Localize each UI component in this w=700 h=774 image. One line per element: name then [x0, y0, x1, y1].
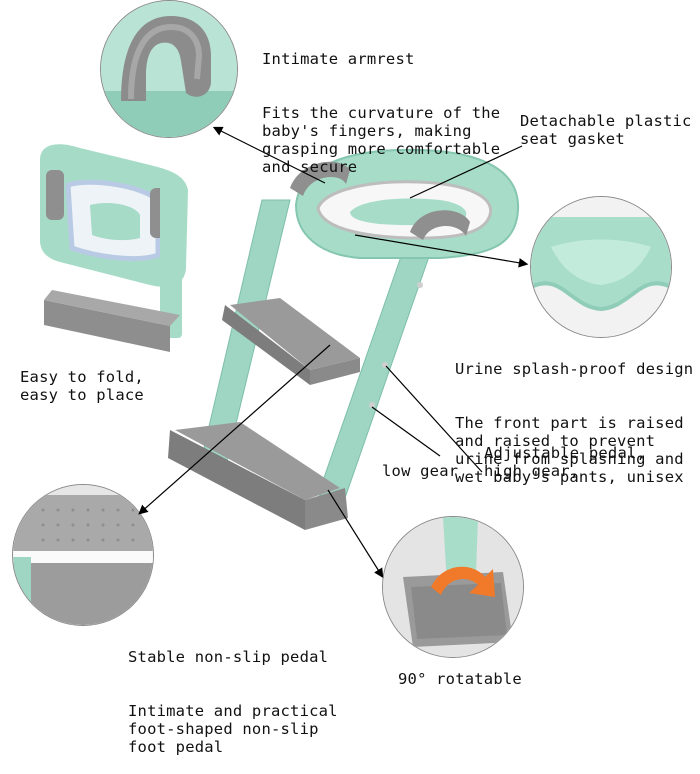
splash-callout-title: Urine splash-proof design — [455, 360, 694, 378]
splash-detail-circle — [530, 196, 672, 338]
rotate-detail-illustration — [383, 517, 523, 657]
rotate-arrow-icon — [431, 566, 495, 597]
armrest-callout-title: Intimate armrest — [262, 50, 415, 68]
splash-callout-body: The front part is raised and raised to p… — [455, 414, 684, 486]
nonslip-callout-body: Intimate and practical foot-shaped non-s… — [128, 702, 338, 756]
armrest-callout-body: Fits the curvature of the baby's fingers… — [262, 104, 501, 176]
pointer-rotatable — [327, 489, 384, 579]
nonslip-callout: Stable non-slip pedal Intimate and pract… — [128, 612, 338, 774]
pointer-nonslip — [138, 344, 331, 515]
armrest-callout: Intimate armrest Fits the curvature of t… — [262, 14, 500, 194]
rotate-detail-circle — [382, 516, 524, 658]
folded-stool — [40, 144, 188, 352]
rotatable-callout: 90° rotatable — [398, 670, 522, 688]
adjustable-pedal-callout: Adjustable pedal, high gear, — [484, 444, 647, 480]
pedal-detail-illustration — [13, 485, 153, 625]
splash-callout: Urine splash-proof design The front part… — [455, 324, 693, 504]
splash-detail-illustration — [531, 197, 671, 337]
fold-callout: Easy to fold, easy to place — [20, 368, 144, 404]
armrest-detail-circle — [100, 0, 238, 138]
pointer-splash — [354, 234, 529, 268]
nonslip-callout-title: Stable non-slip pedal — [128, 648, 329, 666]
armrest-detail-illustration — [101, 1, 237, 137]
pointer-low-gear — [371, 406, 441, 457]
low-gear-callout: low gear — [382, 462, 459, 480]
pedal-detail-circle — [12, 484, 154, 626]
gasket-callout: Detachable plastic seat gasket — [520, 112, 692, 148]
